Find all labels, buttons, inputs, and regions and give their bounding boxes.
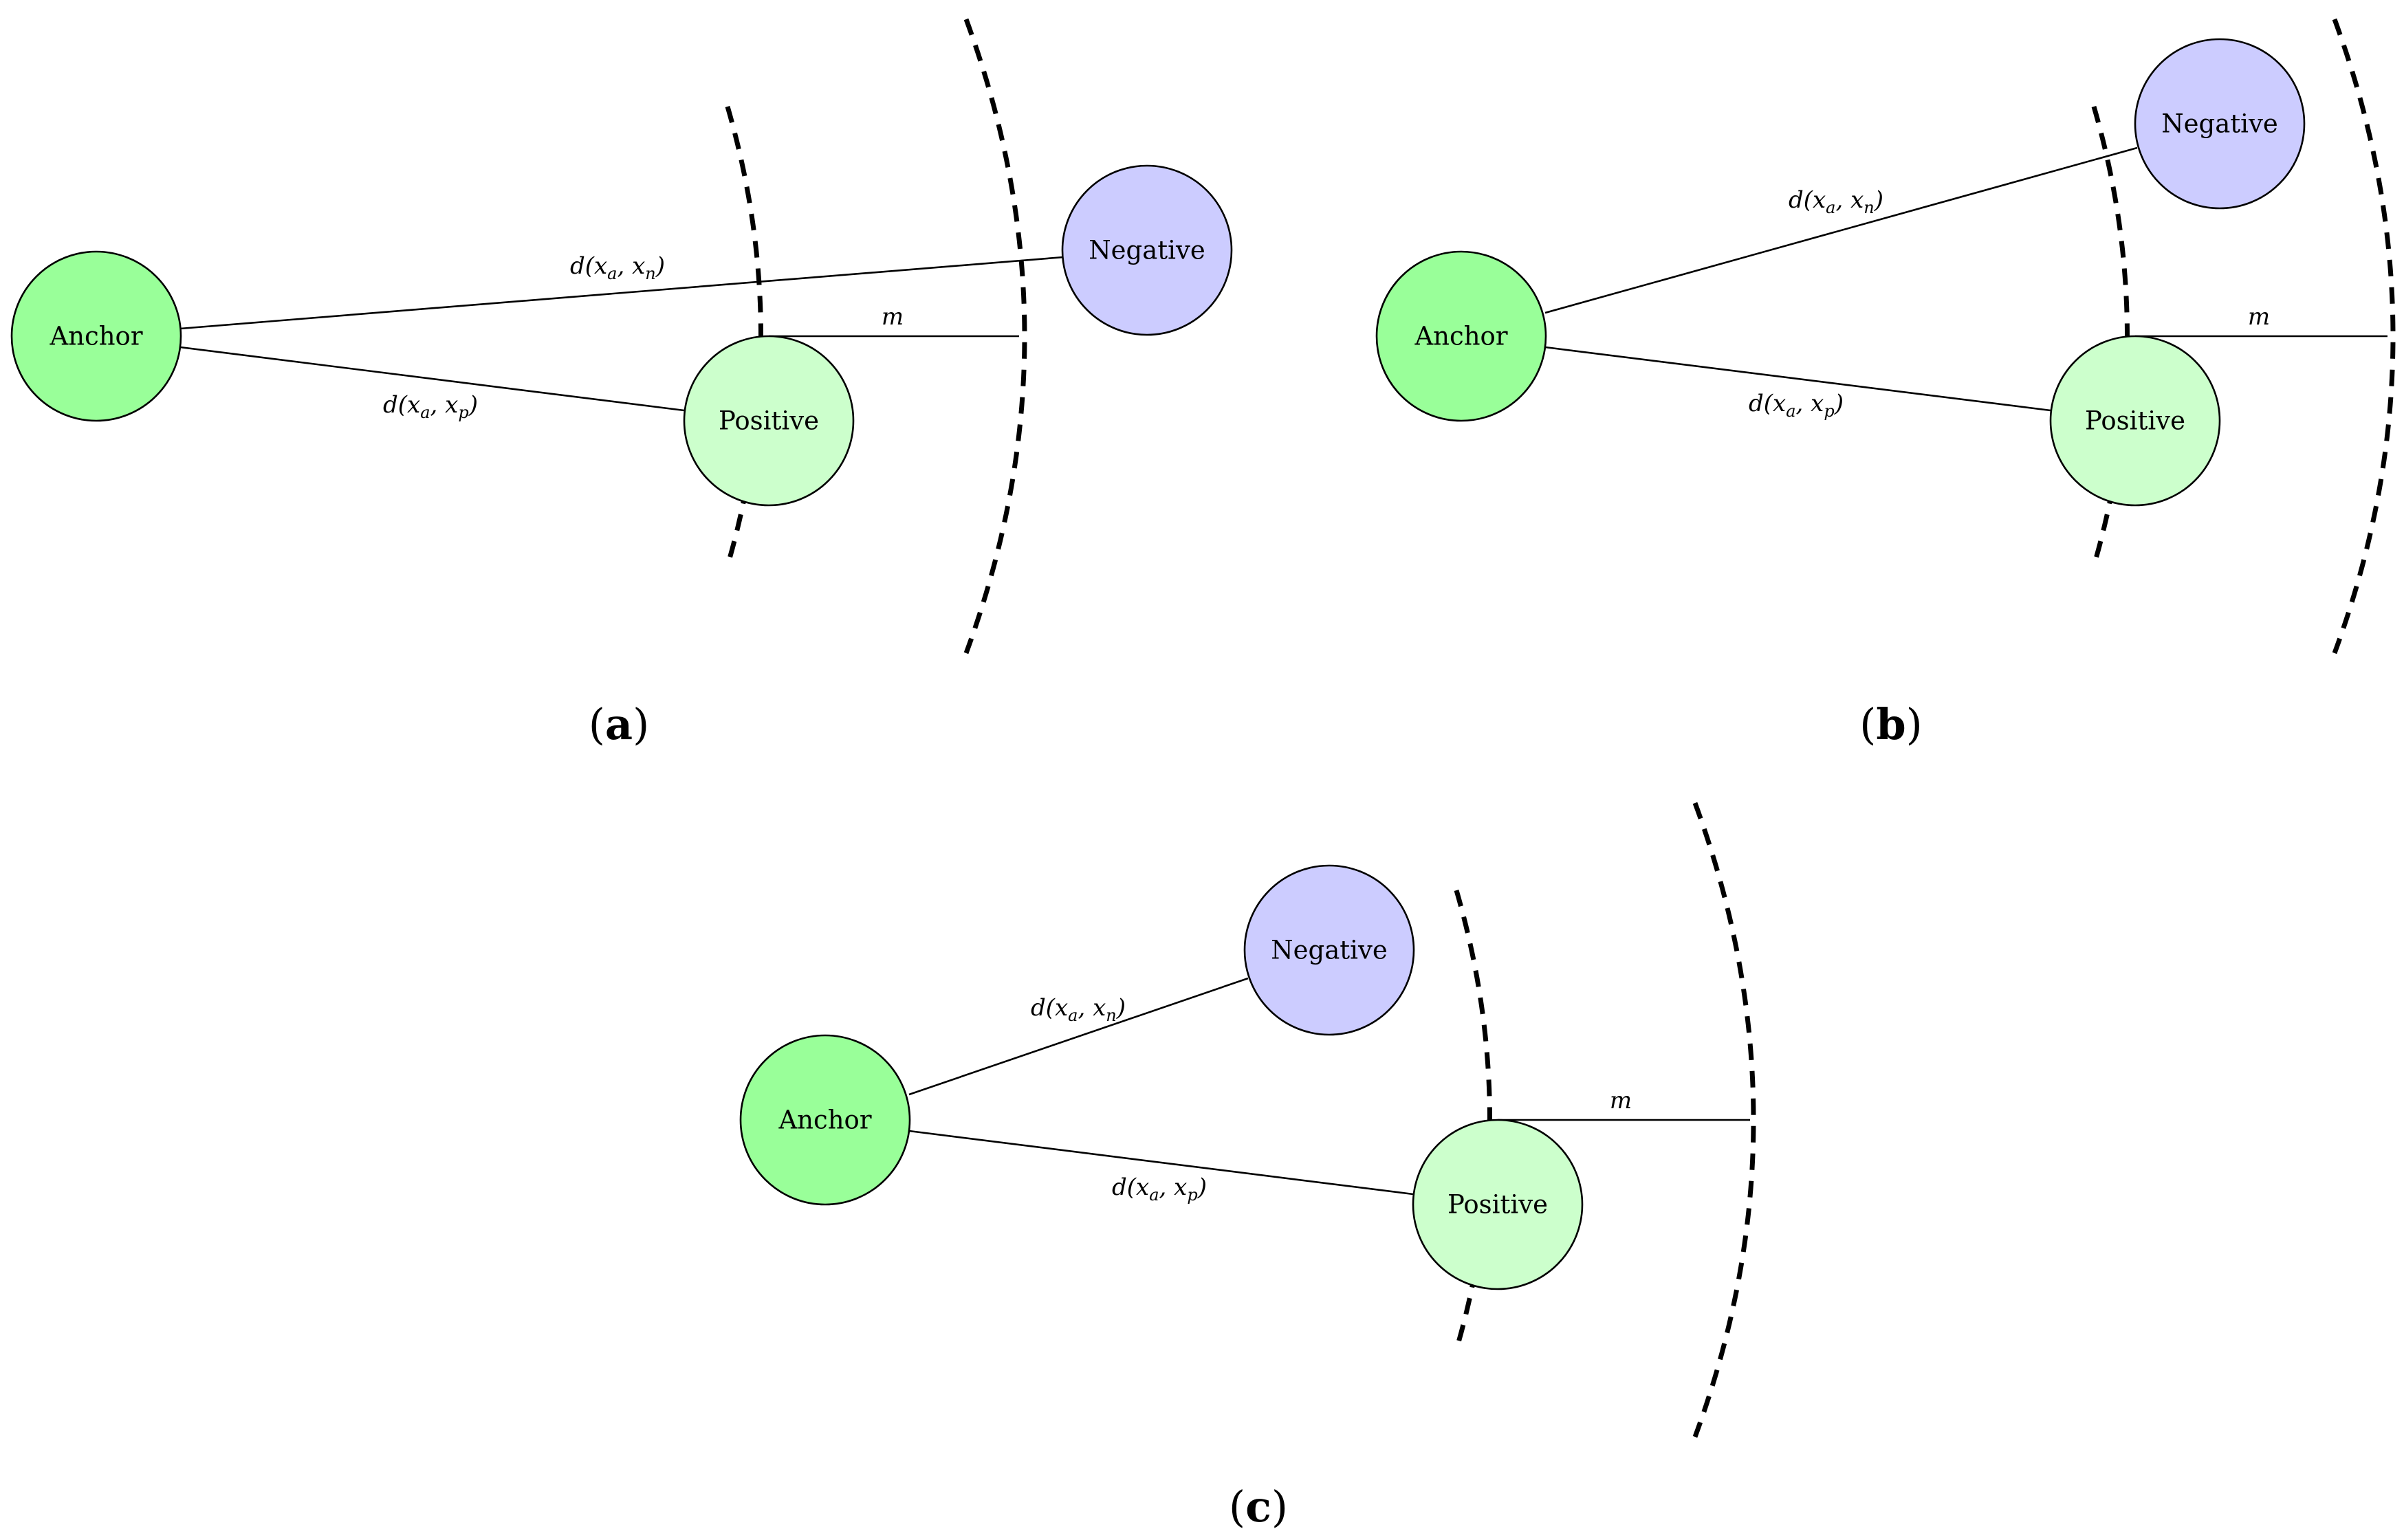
panel-b-anchor-label: Anchor: [1414, 322, 1507, 351]
panel-b-anchor-node: [1375, 250, 1547, 422]
panel-c-margin-boundary: [1692, 802, 1756, 1438]
panel-c-anchor-label: Anchor: [778, 1106, 871, 1135]
panel-a-negative-label: Negative: [1089, 236, 1205, 265]
panel-b-negative-label: Negative: [2161, 109, 2278, 139]
panel-c-dist-an-label: d(xa, xn): [1031, 994, 1126, 1025]
panel-b-dist-ap-label: d(xa, xp): [1749, 390, 1844, 421]
panel-b-anchor-positive-edge: [1544, 346, 2051, 412]
panel-c-negative-node: [1243, 864, 1415, 1036]
panel-c-margin-label: m: [1610, 1087, 1632, 1114]
panel-b-margin-boundary: [2332, 18, 2396, 654]
panel-c-anchor-negative-edge: [908, 977, 1249, 1096]
panel-a-dist-an-label: d(xa, xn): [570, 252, 665, 283]
panel-c-positive-label: Positive: [1447, 1190, 1548, 1220]
panel-b-positive-label: Positive: [2085, 406, 2185, 436]
panel-a-negative-node: [1061, 164, 1233, 336]
panel-a-margin-boundary: [963, 18, 1027, 654]
panel-b-margin-label: m: [2248, 303, 2270, 331]
panel-a-anchor-node: [10, 250, 182, 422]
panel-c-positive-node: [1412, 1119, 1584, 1290]
panel-c-dist-ap-label: d(xa, xp): [1112, 1174, 1207, 1204]
panel-b-negative-node: [2134, 38, 2306, 210]
panel-a-positive-label: Positive: [719, 406, 819, 436]
panel-b-dist-an-label: d(xa, xn): [1789, 186, 1883, 217]
panel-c-anchor-positive-edge: [908, 1130, 1414, 1196]
panel-b: Anchor Positive Negative d(xa, xn) d(xa,…: [1375, 18, 2396, 749]
panel-b-positive-node: [2049, 335, 2221, 507]
panel-c: Anchor Positive Negative d(xa, xn) d(xa,…: [739, 802, 1756, 1532]
panel-c-negative-label: Negative: [1271, 936, 1388, 965]
panel-a-anchor-negative-edge: [179, 256, 1064, 330]
panel-a-caption: (a): [589, 699, 650, 749]
panel-c-caption: (c): [1229, 1482, 1288, 1532]
panel b-anchor-negative-edge: [1544, 146, 2138, 314]
panel-a-dist-ap-label: d(xa, xp): [383, 391, 478, 422]
panel-b-caption: (b): [1859, 699, 1923, 749]
panel-a-anchor-positive-edge: [179, 346, 685, 412]
panel-a-positive-node: [683, 335, 855, 507]
panel-a-margin-label: m: [882, 303, 904, 331]
panel-a-anchor-label: Anchor: [49, 322, 142, 351]
panel-a: Anchor Positive Negative d(xa, xn) d(xa,…: [10, 18, 1233, 749]
panel-c-anchor-node: [739, 1034, 911, 1206]
